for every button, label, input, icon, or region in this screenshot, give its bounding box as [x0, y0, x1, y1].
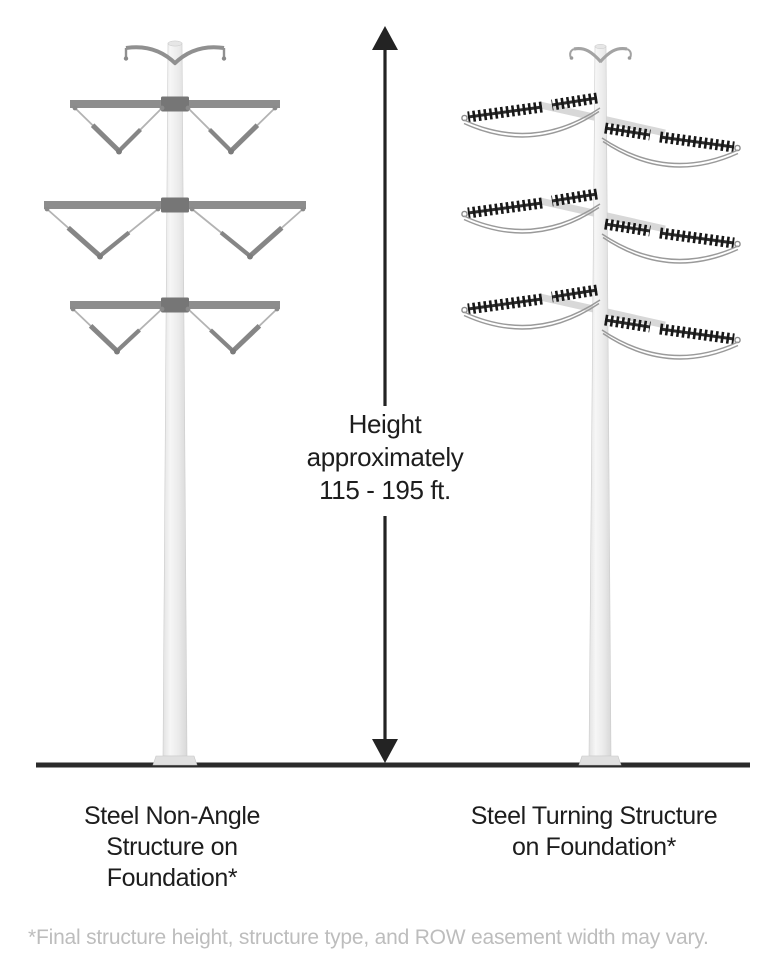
left-crossarm-2	[44, 197, 306, 213]
height-annotation-line1: Height	[348, 409, 422, 439]
left-pole	[162, 42, 188, 757]
dead-end-insulator-phase	[461, 284, 601, 330]
right-shield-wire-arms	[569, 46, 632, 64]
jumper-loop	[601, 233, 739, 261]
v-string-insulator	[72, 105, 165, 155]
height-annotation-line2: approximately	[306, 442, 464, 472]
v-string-insulator	[44, 206, 161, 260]
left-shield-wire-arms	[123, 45, 227, 66]
dead-end-insulator-phase	[461, 188, 601, 234]
v-string-insulator	[189, 206, 306, 260]
v-string-insulator	[185, 105, 278, 155]
v-string-insulator	[185, 306, 280, 355]
arrow-down-head	[372, 739, 398, 763]
jumper-loop	[601, 329, 739, 357]
right-structure-illustration	[461, 44, 741, 766]
jumper-loop	[601, 137, 739, 165]
right-structure-label: Steel Turning Structure on Foundation*	[433, 801, 755, 863]
height-range-arrow	[372, 26, 398, 763]
dead-end-insulator-phase	[461, 92, 601, 138]
dead-end-insulator-phase	[601, 314, 741, 360]
footnote: *Final structure height, structure type,…	[28, 926, 709, 949]
right-foundation	[578, 755, 622, 766]
height-annotation: Height approximately 115 - 195 ft.	[255, 408, 515, 507]
v-string-insulator	[70, 306, 165, 355]
right-structure-label-line1: Steel Turning Structure	[470, 802, 718, 830]
left-structure-illustration	[44, 40, 306, 766]
arrow-shaft-upper	[383, 47, 387, 406]
left-structure-label-line3: Foundation*	[106, 864, 238, 892]
dead-end-insulator-phase	[601, 122, 741, 168]
jumper-loop	[463, 107, 601, 135]
jumper-loop	[463, 299, 601, 327]
jumper-loop	[463, 203, 601, 231]
arrow-shaft-lower	[383, 516, 387, 743]
dead-end-insulator-phase	[601, 218, 741, 264]
height-annotation-line3: 115 - 195 ft.	[319, 475, 451, 505]
left-foundation	[152, 755, 198, 766]
right-structure-label-line2: on Foundation*	[512, 833, 676, 861]
left-pole-cap	[167, 40, 183, 47]
left-crossarm-1	[70, 96, 280, 112]
left-structure-label-line2: Structure on	[106, 833, 238, 861]
arrow-up-head	[372, 26, 398, 50]
right-pole-cap	[594, 44, 607, 49]
left-structure-label-line1: Steel Non-Angle	[83, 802, 261, 830]
left-crossarm-3	[70, 297, 280, 313]
right-pole	[588, 45, 612, 757]
left-structure-label: Steel Non-Angle Structure on Foundation*	[32, 801, 312, 894]
